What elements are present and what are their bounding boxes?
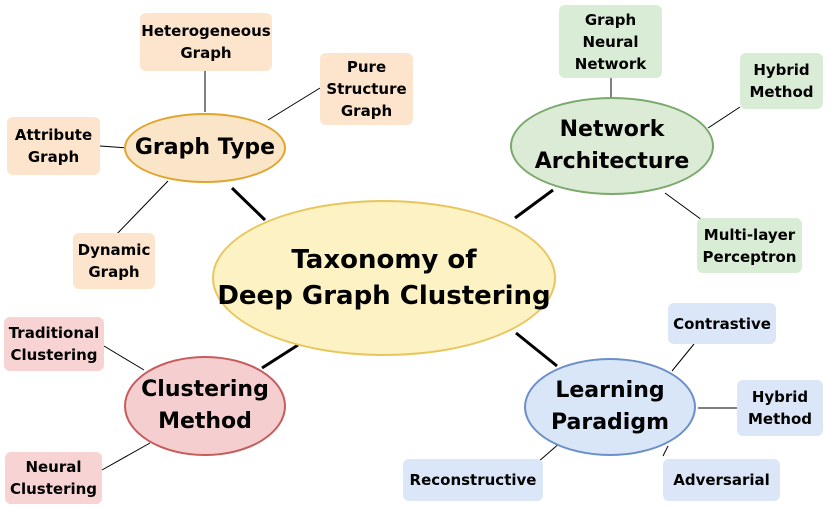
category-clustering-method: Clustering Method — [124, 356, 286, 456]
line-contrastive — [671, 343, 695, 372]
line-traditional — [103, 345, 145, 371]
line-center-network-architecture — [514, 188, 554, 220]
category-clustering-method-label: Clustering Method — [141, 377, 269, 434]
line-center-graph-type — [230, 186, 267, 222]
leaf-traditional-clustering: Traditional Clustering — [4, 317, 104, 371]
line-dynamic — [112, 180, 169, 239]
leaf-hybrid-method-architecture: Hybrid Method — [740, 53, 823, 109]
category-network-architecture: Network Architecture — [510, 97, 714, 195]
line-center-clustering-method — [261, 343, 299, 370]
category-graph-type: Graph Type — [124, 113, 286, 183]
line-center-learning-paradigm — [515, 331, 558, 368]
leaf-pure-structure-graph: Pure Structure Graph — [320, 53, 413, 125]
line-neural — [101, 442, 151, 471]
category-graph-type-label: Graph Type — [134, 135, 276, 160]
leaf-reconstructive: Reconstructive — [403, 459, 543, 501]
leaf-adversarial: Adversarial — [663, 459, 780, 501]
line-adversarial — [662, 445, 669, 457]
center-node: Taxonomy of Deep Graph Clustering — [212, 200, 556, 356]
leaf-contrastive: Contrastive — [668, 303, 776, 344]
leaf-multi-layer-perceptron: Multi-layer Perceptron — [697, 218, 802, 273]
line-mlp — [664, 192, 703, 221]
category-learning-paradigm-label: Learning Paradigm — [550, 378, 670, 435]
center-label: Taxonomy of Deep Graph Clustering — [217, 245, 551, 311]
line-pure-structure — [267, 87, 321, 121]
leaf-dynamic-graph: Dynamic Graph — [73, 233, 155, 289]
line-hybrid-arch — [707, 106, 741, 129]
leaf-hybrid-method-paradigm: Hybrid Method — [737, 380, 823, 436]
leaf-attribute-graph: Attribute Graph — [7, 117, 100, 175]
line-attribute — [99, 145, 129, 149]
category-learning-paradigm: Learning Paradigm — [524, 358, 696, 456]
leaf-heterogeneous-graph: Heterogeneous Graph — [140, 13, 272, 71]
category-network-architecture-label: Network Architecture — [534, 117, 690, 174]
leaf-neural-clustering: Neural Clustering — [5, 452, 102, 504]
leaf-graph-neural-network: Graph Neural Network — [559, 5, 662, 78]
